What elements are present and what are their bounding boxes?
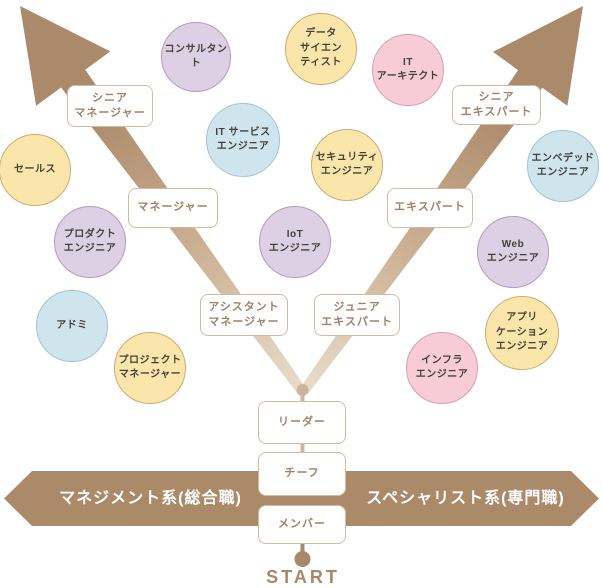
grade-box-label: シニア エキスパート bbox=[460, 90, 533, 118]
role-circle-label: Web エンジニア bbox=[486, 238, 540, 265]
role-circle-label: データ サイエン ティスト bbox=[300, 28, 342, 69]
grade-box-label: シニア マネージャー bbox=[74, 91, 146, 119]
role-circle-label: アドミ bbox=[56, 319, 88, 331]
connector-leader-chief bbox=[300, 443, 305, 454]
role-circle-label: コンサルタント bbox=[164, 43, 228, 70]
role-circle-web-engineer: Web エンジニア bbox=[477, 216, 549, 288]
role-circle-label: インフラ エンジニア bbox=[415, 354, 469, 381]
role-circle-sales: セールス bbox=[0, 134, 71, 206]
grade-box-label: マネージャー bbox=[137, 201, 209, 214]
grade-box-label: リーダー bbox=[278, 415, 326, 428]
role-circle-security-engineer: セキュリティ エンジニア bbox=[311, 129, 383, 201]
role-circle-data-scientist: データ サイエン ティスト bbox=[285, 13, 357, 85]
grade-box-label: ジュニア エキスパート bbox=[321, 300, 393, 328]
role-circle-label: セキュリティ エンジニア bbox=[315, 151, 379, 178]
role-circle-it-architect: IT アーキテクト bbox=[372, 34, 444, 106]
grade-box-label: エキスパート bbox=[394, 201, 466, 214]
role-circle-iot-engineer: IoT エンジニア bbox=[259, 206, 331, 278]
role-circle-label: エンベデッド エンジニア bbox=[531, 152, 595, 179]
role-circle-label: セールス bbox=[14, 163, 56, 175]
grade-box-leader: リーダー bbox=[258, 401, 346, 444]
role-circle-application-engineer: アプリ ケーション エンジニア bbox=[485, 296, 559, 370]
grade-box-manager: マネージャー bbox=[128, 188, 218, 228]
role-circle-label: IoT エンジニア bbox=[268, 228, 322, 255]
role-circle-infra-engineer: インフラ エンジニア bbox=[406, 332, 478, 404]
start-dot bbox=[294, 551, 311, 567]
grade-box-senior-expert: シニア エキスパート bbox=[452, 85, 541, 125]
banner-management-label: マネジメント系(総合職) bbox=[59, 490, 242, 507]
grade-box-member: メンバー bbox=[258, 505, 346, 544]
grade-box-junior-expert: ジュニア エキスパート bbox=[314, 294, 400, 336]
role-circle-admin: アドミ bbox=[36, 290, 108, 362]
banner-specialist-label: スペシャリスト系(専門職) bbox=[366, 490, 565, 507]
role-circle-label: プロジェクト マネージャー bbox=[118, 354, 182, 381]
role-circle-it-service-engineer: IT サービス エンジニア bbox=[206, 103, 280, 177]
grade-box-senior-manager: シニア マネージャー bbox=[67, 85, 153, 127]
role-circle-embedded-engineer: エンベデッド エンジニア bbox=[527, 130, 599, 202]
grade-box-expert: エキスパート bbox=[387, 188, 473, 228]
role-circle-label: IT アーキテクト bbox=[376, 56, 440, 83]
grade-box-label: チーフ bbox=[284, 467, 320, 480]
grade-box-label: アシスタント マネージャー bbox=[208, 300, 280, 328]
grade-box-label: メンバー bbox=[278, 517, 326, 530]
role-circle-label: アプリ ケーション エンジニア bbox=[495, 312, 549, 353]
role-circle-product-engineer: プロダクト エンジニア bbox=[54, 206, 126, 278]
grade-box-chief: チーフ bbox=[258, 452, 346, 496]
role-circle-project-manager: プロジェクト マネージャー bbox=[114, 332, 186, 404]
career-ribbon bbox=[4, 471, 599, 526]
role-circle-label: プロダクト エンジニア bbox=[63, 228, 117, 255]
grade-box-assistant-manager: アシスタント マネージャー bbox=[200, 294, 288, 336]
start-label: START bbox=[266, 567, 340, 587]
role-circle-consultant: コンサルタント bbox=[161, 22, 231, 92]
connector-junction-leader bbox=[300, 390, 305, 403]
role-circle-label: IT サービス エンジニア bbox=[215, 126, 271, 153]
